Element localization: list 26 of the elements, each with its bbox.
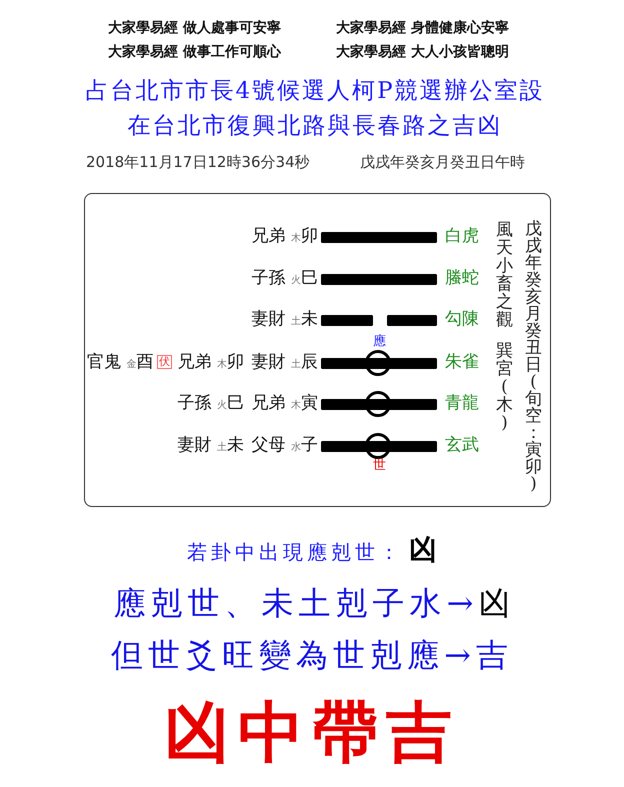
- date-pillars-text: 戊戌年癸亥月癸丑日(旬空：寅卯): [524, 221, 543, 493]
- hexagram-name-text: 風天小畜之觀: [495, 221, 514, 329]
- palace-text: 巽宮(木): [495, 342, 514, 432]
- verdict-char: 凶: [409, 535, 437, 565]
- chart-frame: [84, 193, 551, 507]
- slogan-text: 大家學易經 身體健康心安寧: [336, 18, 509, 38]
- reasoning-text: 但世爻旺變為世剋應→吉: [111, 635, 513, 676]
- response-mark: 應: [373, 335, 386, 349]
- reasoning-text: 應剋世、未土剋子水→: [114, 583, 478, 624]
- verdict-text: 凶中帶吉: [164, 692, 460, 772]
- spirit-label: 白虎: [445, 226, 479, 246]
- hidden-tag: 伏: [157, 355, 172, 369]
- spirit-label: 青龍: [445, 393, 479, 413]
- rule-text: 若卦中出現應剋世：: [187, 539, 403, 566]
- slogan-text: 大家學易經 做事工作可順心: [108, 42, 281, 62]
- date-pillars-text: 戊戌年癸亥月癸丑日午時: [360, 152, 525, 172]
- verdict-char: 凶: [478, 583, 510, 624]
- date-time-text: 2018年11月17日12時36分34秒: [86, 152, 310, 172]
- title: 占台北市市長4號候選人柯P競選辦公室設在台北市復興北路與長春路之吉凶: [84, 77, 546, 141]
- spirit-label: 玄武: [445, 435, 479, 455]
- slogan-text: 大家學易經 大人小孩皆聰明: [336, 42, 509, 62]
- spirit-label: 朱雀: [445, 352, 479, 372]
- slogan-text: 大家學易經 做人處事可安寧: [108, 18, 281, 38]
- spirit-label: 螣蛇: [445, 268, 479, 288]
- spirit-label: 勾陳: [445, 309, 479, 329]
- self-mark: 世: [373, 459, 386, 473]
